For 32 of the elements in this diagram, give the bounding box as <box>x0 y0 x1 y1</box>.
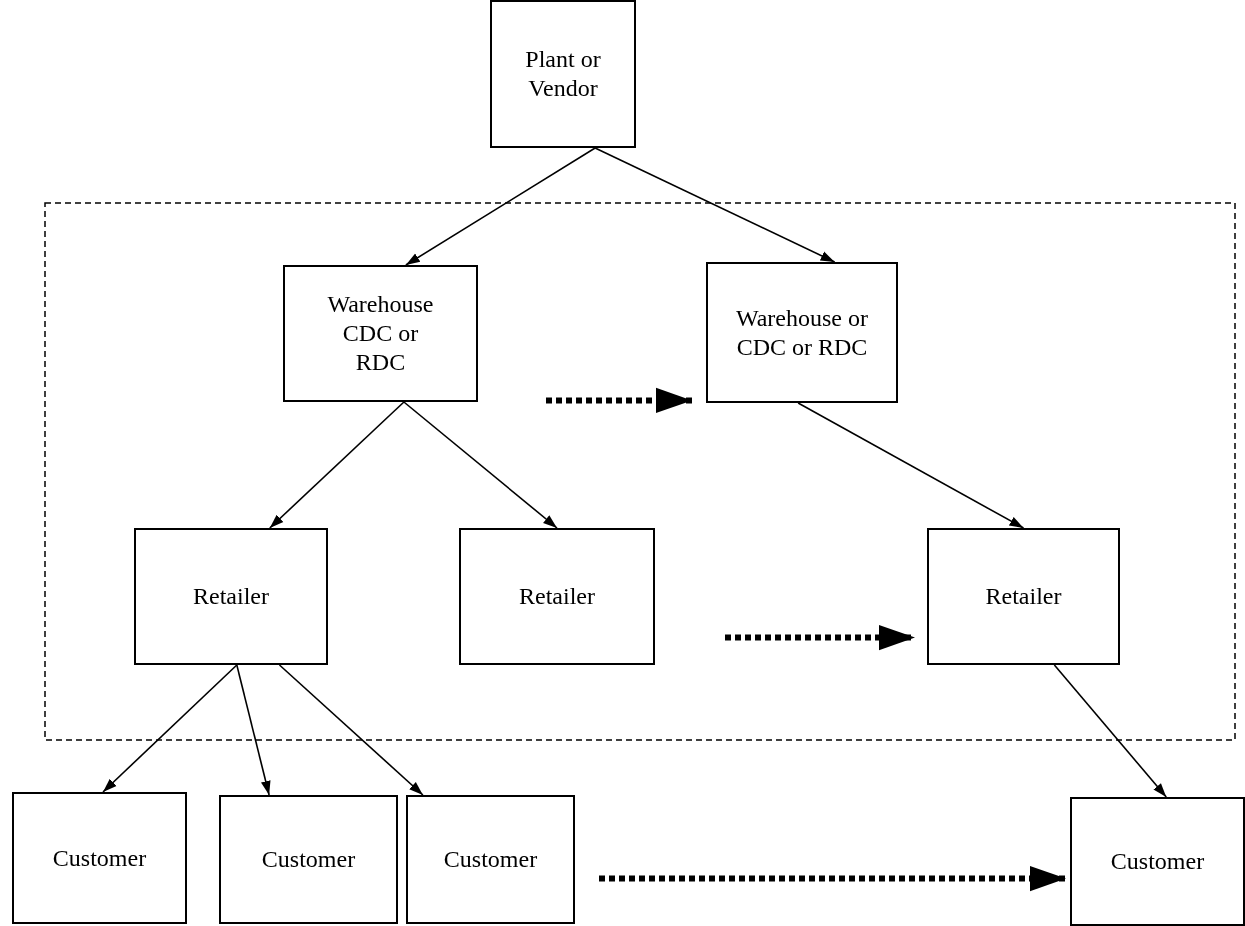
arrow <box>236 664 271 796</box>
process-box <box>12 792 187 924</box>
arrow <box>797 402 1025 529</box>
node-label: Retailer <box>985 582 1062 611</box>
arrow <box>269 401 405 529</box>
node-label: Plant or Vendor <box>524 45 602 103</box>
arrow <box>405 147 596 266</box>
process-box <box>490 0 636 148</box>
arrow <box>403 401 558 529</box>
node-label: Retailer <box>193 582 269 611</box>
node-label: Warehouse or CDC or RDC <box>735 303 869 362</box>
process-box <box>283 265 478 402</box>
process-box <box>459 528 655 665</box>
arrow <box>102 664 238 793</box>
arrow <box>278 664 424 796</box>
process-box <box>406 795 575 924</box>
node-label: Customer <box>52 843 147 873</box>
process-box <box>927 528 1120 665</box>
node-label: Retailer <box>519 582 595 611</box>
process-box <box>134 528 328 665</box>
node-label: Warehouse CDC or RDC <box>326 290 435 377</box>
process-box <box>706 262 898 403</box>
dotted-arrow <box>546 387 692 413</box>
node-label: Customer <box>1110 847 1205 876</box>
dotted-arrow <box>725 625 915 651</box>
node-label: Customer <box>443 845 538 874</box>
process-box <box>1070 797 1245 926</box>
arrow <box>594 147 836 263</box>
arrow <box>1053 664 1168 798</box>
process-box <box>219 795 398 924</box>
node-label: Customer <box>261 845 356 874</box>
dotted-arrow <box>599 865 1066 892</box>
